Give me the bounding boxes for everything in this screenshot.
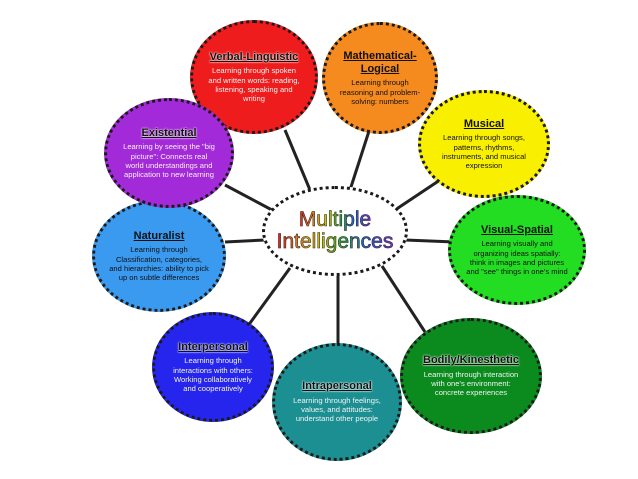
node-title: Naturalist	[133, 229, 185, 242]
node-bodily-kinesthetic: Bodily/Kinesthetic Learning through inte…	[400, 318, 542, 434]
node-description: Learning through feelings, values, and a…	[293, 395, 381, 424]
node-intrapersonal: Intrapersonal Learning through feelings,…	[272, 343, 402, 461]
node-title: Bodily/Kinesthetic	[423, 354, 519, 367]
node-title: Interpersonal	[178, 340, 248, 353]
node-existential: Existential Learning by seeing the "big …	[104, 98, 234, 208]
node-description: Learning through Classification, categor…	[109, 245, 209, 283]
center-title-line2: Intelligences	[276, 230, 394, 253]
connector-musical	[394, 178, 441, 212]
node-title: Intrapersonal	[302, 380, 372, 393]
node-description: Learning through spoken and written word…	[208, 66, 300, 104]
connector-visual	[404, 238, 456, 244]
connector-math	[348, 127, 372, 191]
node-description: Learning visually and organizing ideas s…	[466, 239, 568, 277]
connector-interpersonal	[243, 267, 292, 331]
node-title: Verbal-Linguistic	[209, 50, 299, 63]
center-title-line1: Multiple	[298, 207, 372, 231]
node-title: Existential	[141, 126, 197, 139]
node-description: Learning through interaction with one's …	[423, 369, 519, 398]
connector-bodily	[380, 265, 427, 333]
node-description: Learning by seeing the "big picture": Co…	[123, 142, 215, 180]
node-musical: Musical Learning through songs, patterns…	[418, 90, 550, 198]
node-interpersonal: Interpersonal Learning through interacti…	[152, 312, 274, 422]
connector-existential	[224, 183, 273, 212]
connector-naturalist	[224, 238, 266, 244]
node-description: Learning through songs, patterns, rhythm…	[442, 133, 526, 171]
connector-verbal	[283, 129, 312, 191]
center-node: Multiple Intelligences	[262, 186, 408, 276]
node-description: Learning through interactions with other…	[173, 356, 253, 394]
node-mathematical-logical: Mathematical-Logical Learning through re…	[322, 22, 438, 134]
node-title: Visual-Spatial	[481, 223, 553, 236]
node-description: Learning through reasoning and problem-s…	[339, 78, 421, 106]
node-visual-spatial: Visual-Spatial Learning visually and org…	[448, 195, 586, 305]
node-title: Musical	[463, 117, 505, 130]
node-title: Mathematical-Logical	[343, 49, 417, 75]
node-naturalist: Naturalist Learning through Classificati…	[92, 200, 226, 312]
